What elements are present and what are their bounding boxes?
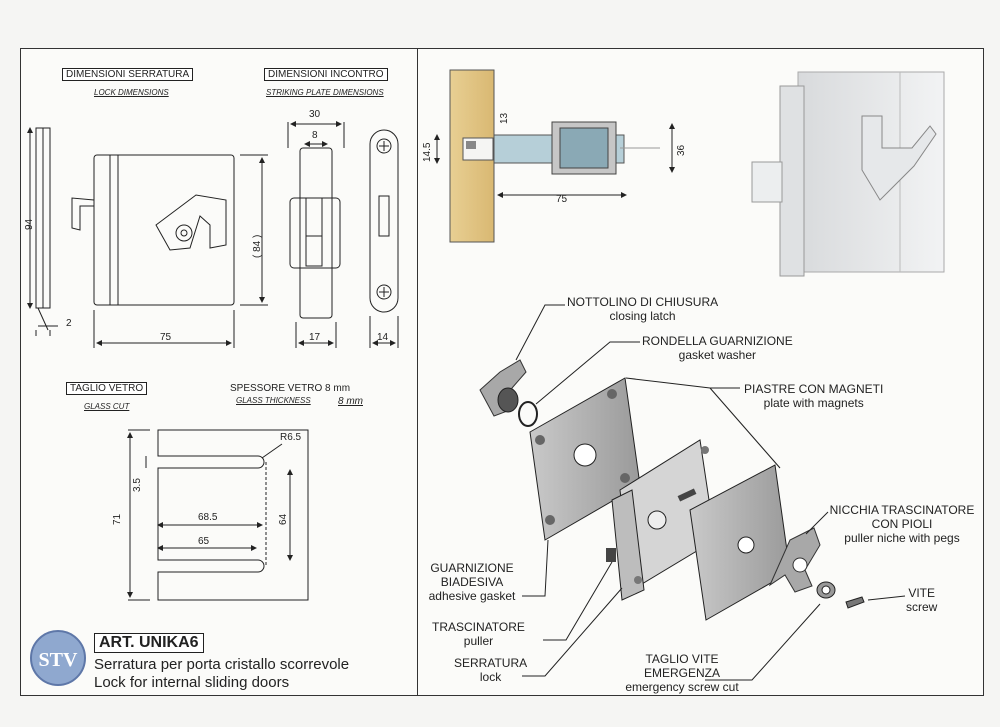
lock-dimensions-subtitle: LOCK DIMENSIONS	[94, 88, 169, 97]
dim-cut-len2: 65	[198, 536, 210, 547]
callout-en: lock	[479, 670, 502, 684]
strike-dimensions-subtitle: STRIKING PLATE DIMENSIONS	[266, 88, 384, 97]
stv-logo: STV	[30, 630, 86, 686]
dim-strike-depth: 17	[309, 332, 321, 343]
callout-it: TRASCINATORE	[432, 620, 525, 634]
logo-text: STV	[39, 649, 78, 671]
dim-strike-plate: 14	[377, 332, 389, 343]
glass-thickness-en: GLASS THICKNESS	[236, 396, 311, 405]
callout-leaders	[515, 304, 906, 681]
callout-puller-niche: NICCHIA TRASCINATORE CON PIOLI puller ni…	[828, 503, 976, 545]
dim-strike-width: 30	[309, 109, 321, 120]
dim-strike-inner: 8	[312, 130, 318, 141]
callout-lock: SERRATURA lock	[454, 656, 527, 684]
strike-dimensions-title: DIMENSIONI INCONTRO	[264, 68, 388, 81]
glass-thickness-label: SPESSORE VETRO 8 mm	[230, 383, 351, 394]
lock-dimensions-title: DIMENSIONI SERRATURA	[62, 68, 194, 81]
dim-cut-radius: R6.5	[280, 432, 302, 443]
dim-cut-len1: 68.5	[198, 512, 218, 523]
dim-cut-inner-height: 64	[278, 513, 289, 525]
callout-en: gasket washer	[678, 348, 757, 362]
callout-adhesive-gasket: GUARNIZIONE BIADESIVA adhesive gasket	[424, 561, 520, 603]
dim-section-d1: 14.5	[422, 142, 433, 162]
callout-en: closing latch	[609, 309, 676, 323]
callout-emergency-screw: TAGLIO VITE EMERGENZA emergency screw cu…	[612, 652, 752, 694]
strike-plate-view	[369, 129, 399, 348]
dim-lock-inner: ( 84 )	[252, 234, 263, 258]
callout-en: adhesive gasket	[428, 589, 516, 603]
callout-it: PIASTRE CON MAGNETI	[744, 382, 884, 396]
callout-it: VITE	[908, 586, 935, 600]
callout-it: NOTTOLINO DI CHIUSURA	[567, 295, 719, 309]
callout-it: TAGLIO VITE EMERGENZA	[643, 652, 720, 680]
description-it: Serratura per porta cristallo scorrevole	[94, 656, 350, 673]
callout-en: screw	[906, 600, 938, 614]
dim-cut-notch: 3.5	[132, 478, 143, 492]
glass-cut-subtitle: GLASS CUT	[84, 402, 130, 411]
glass-cut-view	[127, 429, 309, 601]
exploded-view	[479, 359, 865, 621]
dim-section-d3: 36	[676, 144, 687, 156]
callout-en: puller	[463, 634, 494, 648]
glass-cut-title: TAGLIO VETRO	[66, 382, 148, 395]
callout-closing-latch: NOTTOLINO DI CHIUSURA closing latch	[567, 295, 718, 323]
glass-thickness-value: 8 mm	[338, 396, 363, 407]
callout-plate-magnets: PIASTRE CON MAGNETI plate with magnets	[744, 382, 883, 410]
callout-gasket-washer: RONDELLA GUARNIZIONE gasket washer	[642, 334, 793, 362]
dim-cut-height: 71	[112, 513, 123, 525]
dim-lock-height: 94	[24, 218, 35, 230]
dim-section-d2: 13	[499, 112, 510, 124]
callout-it: SERRATURA	[454, 656, 528, 670]
callout-en: emergency screw cut	[625, 680, 739, 694]
callout-it: RONDELLA GUARNIZIONE	[642, 334, 793, 348]
callout-screw: VITE screw	[906, 586, 937, 614]
dim-lock-edge: 2	[66, 318, 72, 329]
callout-puller: TRASCINATORE puller	[432, 620, 525, 648]
product-photo	[751, 71, 945, 277]
callout-en: puller niche with pegs	[844, 531, 960, 545]
description-en: Lock for internal sliding doors	[94, 674, 290, 691]
dim-lock-width: 75	[160, 332, 172, 343]
door-section-view	[434, 69, 675, 243]
lock-side-view	[27, 127, 51, 331]
callout-it: GUARNIZIONE BIADESIVA	[430, 561, 514, 589]
lock-front-view	[35, 154, 268, 348]
dim-section-d4: 75	[556, 194, 568, 205]
panel-divider	[417, 48, 418, 696]
callout-en: plate with magnets	[763, 396, 864, 410]
article-title: ART. UNIKA6	[94, 633, 204, 653]
callout-it: NICCHIA TRASCINATORE CON PIOLI	[829, 503, 975, 531]
strike-section-view	[287, 121, 345, 348]
